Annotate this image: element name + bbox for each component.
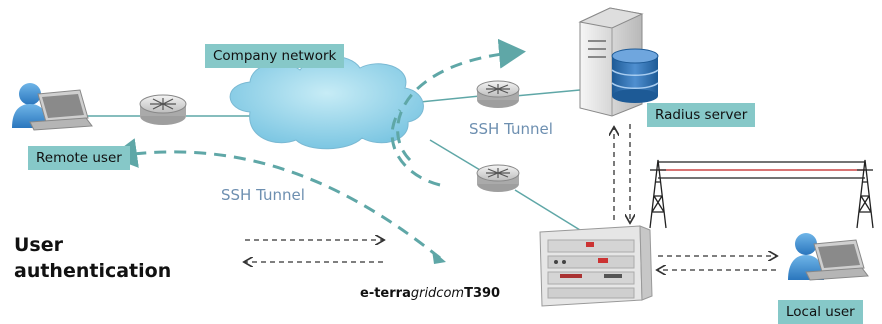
- remote-user-label: Remote user: [28, 146, 130, 170]
- database-icon: [611, 48, 659, 103]
- device-name-middle: gridcom: [410, 286, 465, 301]
- radius-server-label: Radius server: [647, 103, 756, 127]
- local-auth-arrows: [658, 256, 776, 270]
- ssh-tunnel-upper-label: SSH Tunnel: [469, 120, 553, 138]
- transmission-line: [658, 161, 865, 179]
- local-user-label: Local user: [778, 300, 863, 324]
- title-line-1: User: [14, 234, 63, 256]
- auth-arrows-vertical: [614, 124, 630, 222]
- ssh-tunnel-lower-label: SSH Tunnel: [221, 186, 305, 204]
- device-name-prefix: e-terra: [360, 286, 411, 301]
- remote-user-icon: [12, 83, 93, 131]
- user-auth-arrows: [245, 240, 383, 262]
- device-name-suffix: T390: [464, 286, 501, 301]
- device-name-label: e-terragridcomT390: [360, 286, 500, 301]
- user-authentication-title: User authentication: [14, 232, 171, 284]
- router-icon: [476, 80, 520, 108]
- title-line-2: authentication: [14, 260, 172, 282]
- transmission-tower-icon: [649, 159, 667, 229]
- router-icon: [476, 164, 520, 192]
- local-user-icon: [788, 233, 869, 281]
- cloud-icon: [229, 55, 424, 150]
- device-rack-icon: [539, 225, 653, 307]
- transmission-tower-icon: [856, 159, 874, 229]
- company-network-label: Company network: [205, 44, 345, 68]
- router-icon: [139, 94, 187, 125]
